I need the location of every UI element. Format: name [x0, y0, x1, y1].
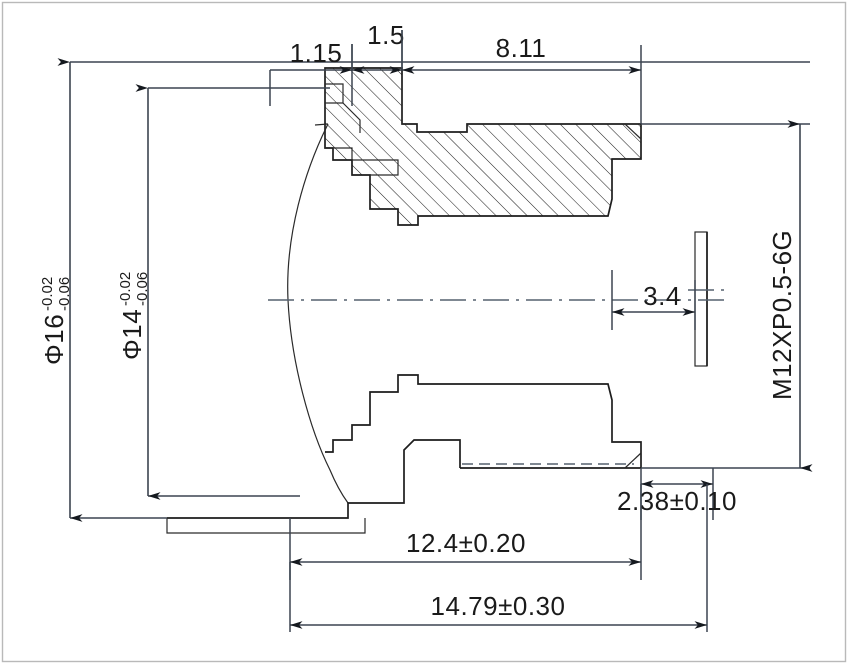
dimension-1-15: 1.15: [269, 38, 353, 106]
dimension-dia-14: Φ14 -0.02 -0.06: [117, 84, 330, 500]
dimension-14-79: 14.79±0.30: [289, 484, 708, 632]
upper-barrel-profile: [324, 67, 642, 226]
dim-tol-upper-dia14: -0.02: [117, 272, 134, 306]
dim-label-dia14: Φ14: [117, 309, 147, 360]
lower-chamfer-right: [624, 452, 642, 469]
barrel-upper-section: [324, 67, 642, 226]
dimension-dia-16: Φ16 -0.02 -0.06: [39, 58, 810, 522]
base-plate-outline: [166, 518, 366, 534]
lens-seat-top: [314, 123, 329, 126]
upper-inner-step-b: [333, 147, 353, 160]
dim-label-dia16: Φ16: [39, 314, 69, 365]
dim-label-1-5: 1.5: [367, 20, 405, 50]
dimension-3-4: 3.4: [611, 270, 696, 330]
dim-label-14-79: 14.79±0.30: [431, 591, 566, 621]
lower-step-block: [403, 439, 461, 468]
dimension-2-38: 2.38±0.10: [617, 468, 737, 520]
dim-tol-lower-dia16: -0.06: [56, 277, 73, 311]
dim-label-12-4: 12.4±0.20: [406, 528, 526, 558]
dim-label-3-4: 3.4: [643, 281, 681, 311]
dim-label-1-15: 1.15: [290, 38, 343, 68]
sensor-plate-rect: [694, 231, 708, 367]
upper-retainer-taper: [342, 102, 361, 133]
dim-tol-lower-dia14: -0.06: [134, 272, 151, 306]
upper-chamfer-right: [624, 123, 642, 140]
lens-front-surface: [287, 123, 349, 504]
barrel-lower-section: [166, 374, 642, 534]
upper-inner-step-a: [352, 159, 399, 176]
dimension-8-11: 8.11: [401, 30, 642, 124]
dimension-thread-spec: M12XP0.5-6G: [641, 120, 813, 472]
upper-retainer-notch: [325, 83, 344, 104]
dim-label-thread: M12XP0.5-6G: [767, 230, 797, 400]
dim-label-2-38: 2.38±0.10: [617, 486, 737, 516]
dimension-12-4: 12.4±0.20: [289, 484, 642, 580]
dim-label-8-11: 8.11: [496, 33, 547, 63]
dim-tol-upper-dia16: -0.02: [39, 277, 56, 311]
lower-base-plate-edge: [167, 468, 405, 519]
image-sensor-plate: [694, 231, 708, 367]
front-lens-element: [287, 68, 349, 504]
lower-barrel-profile: [325, 374, 642, 468]
